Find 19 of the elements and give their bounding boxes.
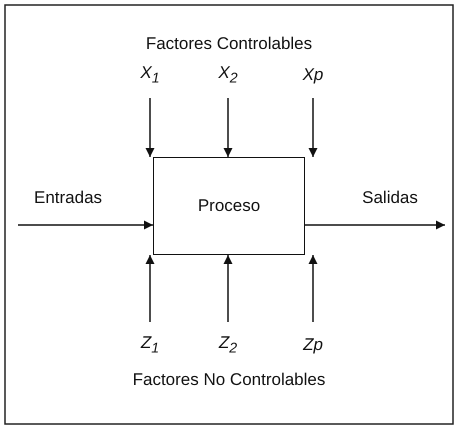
group-heading: Factores No Controlables — [132, 370, 326, 390]
variable-label: Z$_{1}$ — [130, 330, 170, 360]
arrow — [146, 98, 154, 157]
arrow — [305, 220, 445, 230]
edge-label: Salidas — [362, 188, 418, 208]
variable-label: X$_{2}$ — [208, 60, 248, 90]
variable-label: X$_{1}$ — [130, 60, 170, 90]
arrow — [18, 220, 153, 230]
process-box: Proceso — [153, 157, 305, 255]
arrow — [224, 255, 232, 322]
arrow — [146, 255, 154, 322]
arrow — [308, 255, 318, 322]
variable-label: Z$_{2}$ — [208, 330, 248, 360]
variable-label: Xp — [293, 60, 333, 90]
edge-label: Entradas — [34, 188, 102, 208]
group-heading: Factores Controlables — [146, 34, 312, 54]
variable-label: Zp — [293, 330, 333, 360]
arrow — [224, 98, 232, 157]
arrow — [308, 98, 318, 157]
